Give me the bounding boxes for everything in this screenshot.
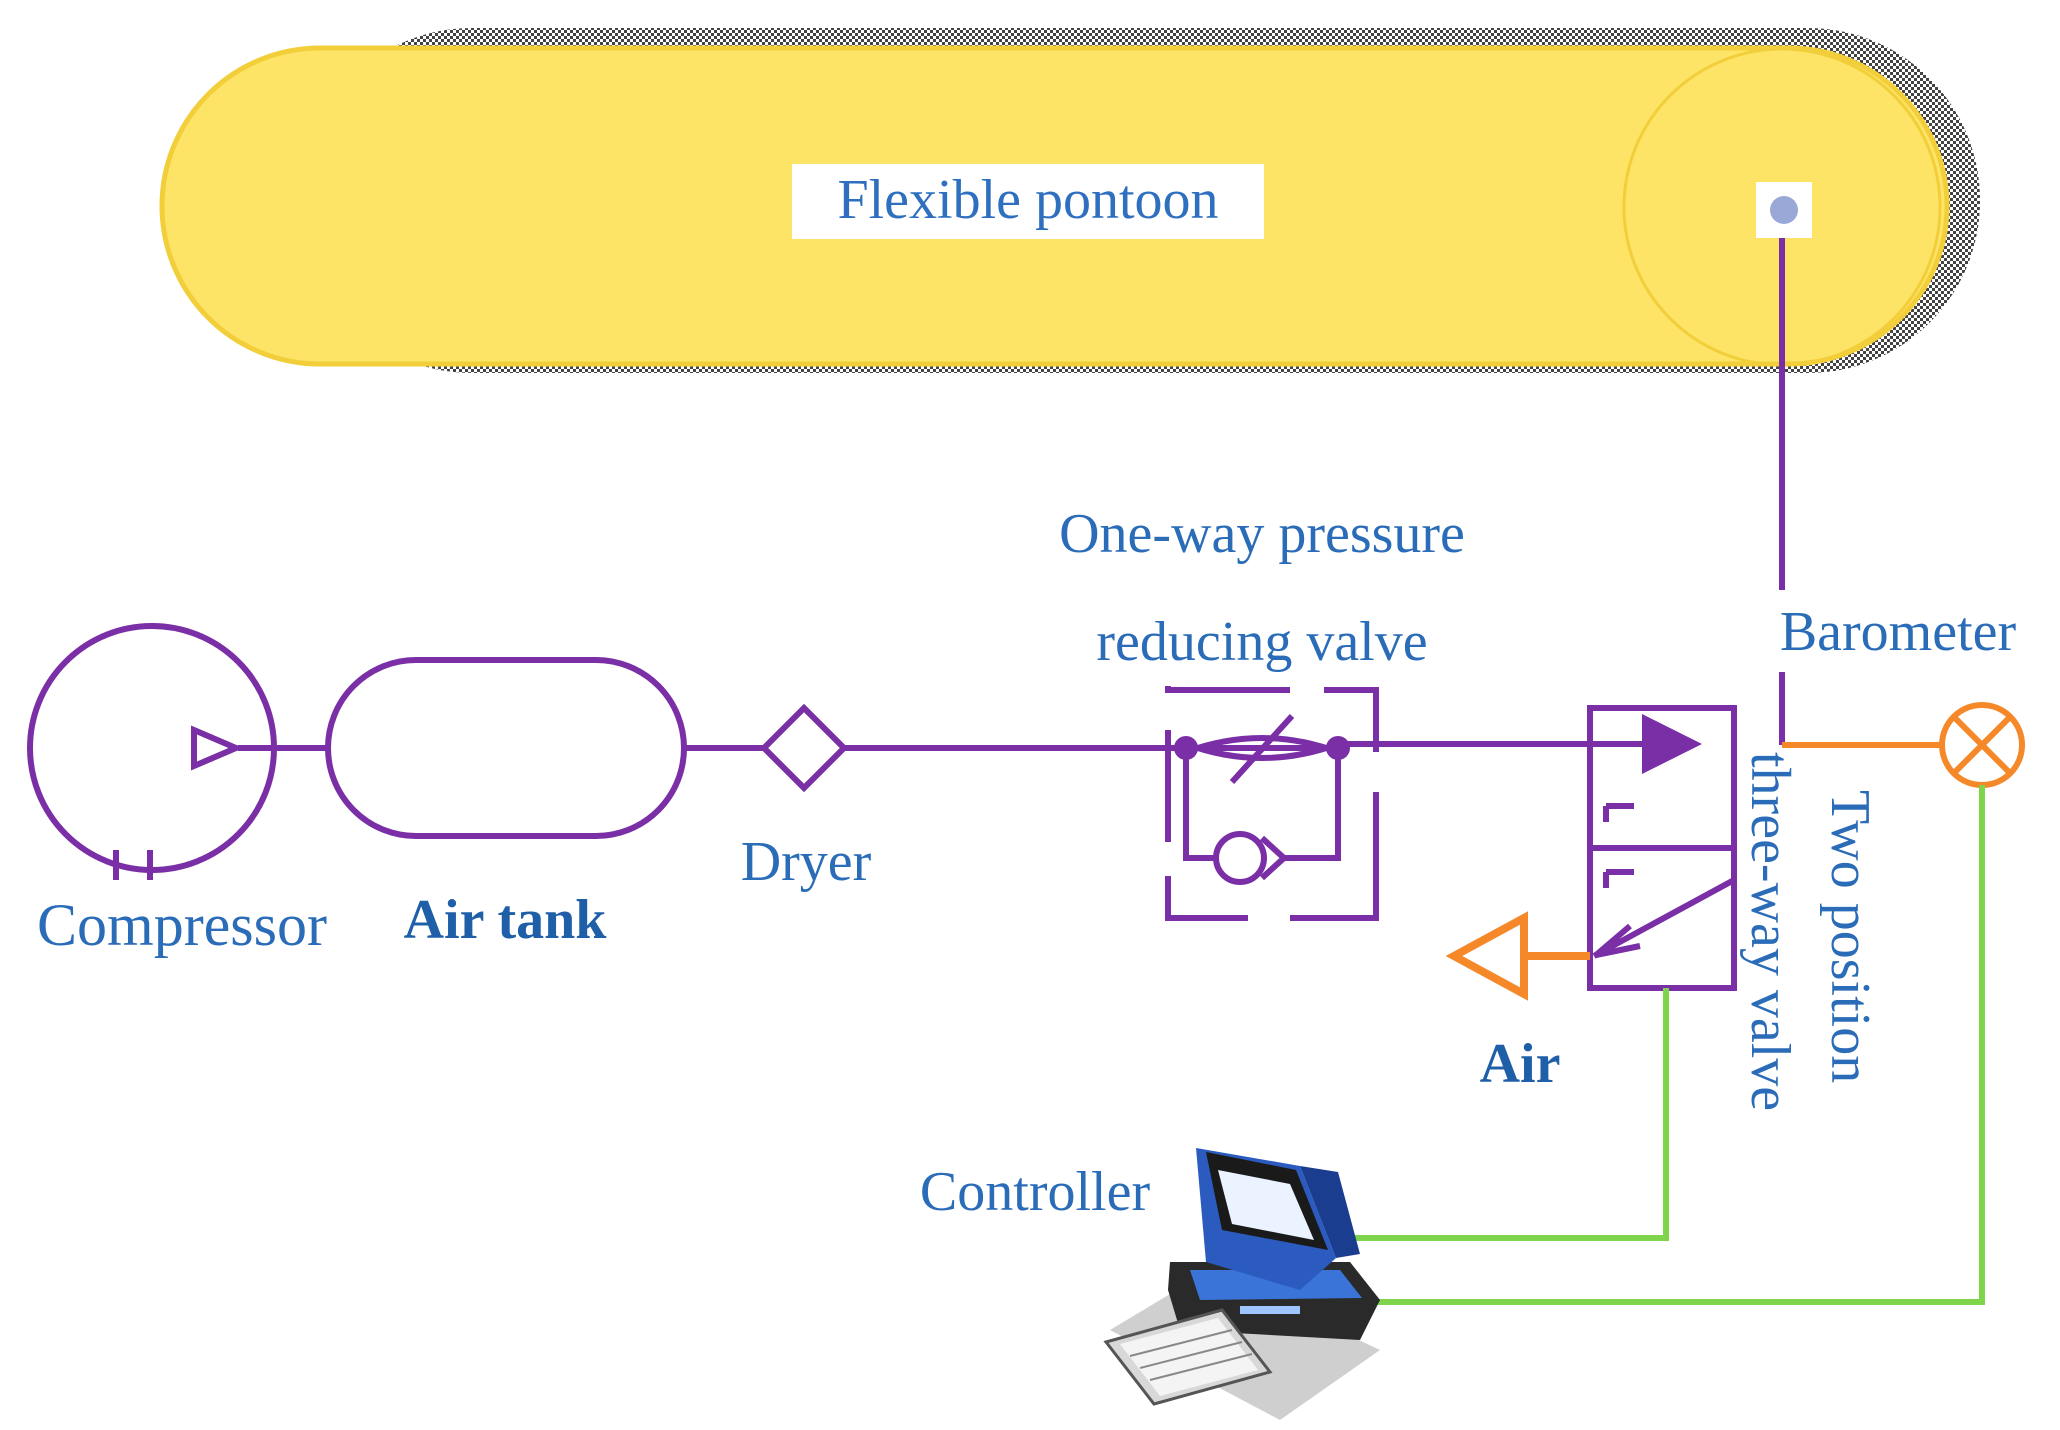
compressor-label: Compressor <box>37 892 327 958</box>
exhaust-symbol <box>1445 911 1590 1001</box>
reducing-valve-label-line1: One-way pressure <box>1059 503 1465 565</box>
reducing-valve-symbol <box>1165 686 1379 921</box>
signal-lines <box>1336 785 1985 1305</box>
flexible-pontoon: Flexible pontoon <box>159 28 1980 373</box>
three-way-valve-label: three-way valve <box>1739 752 1801 1111</box>
barometer-symbol <box>1782 702 2025 788</box>
air-tank-symbol <box>325 657 687 839</box>
pontoon-label-box <box>792 164 1264 239</box>
compressor-symbol <box>27 623 277 880</box>
controller-label: Controller <box>920 1161 1151 1223</box>
dryer-symbol <box>759 703 849 793</box>
three-way-valve-symbol <box>1587 705 1737 991</box>
dryer-label: Dryer <box>741 831 872 893</box>
desktop-computer-icon <box>1103 1148 1380 1420</box>
reducing-valve-label-line2: reducing valve <box>1096 611 1427 673</box>
two-position-label: Two position <box>1819 790 1881 1083</box>
pontoon-label: Flexible pontoon <box>837 169 1218 231</box>
air-label: Air <box>1480 1033 1561 1095</box>
air-tank-label: Air tank <box>404 889 608 951</box>
barometer-label: Barometer <box>1780 601 2017 663</box>
pontoon-port-dot <box>1770 196 1798 224</box>
